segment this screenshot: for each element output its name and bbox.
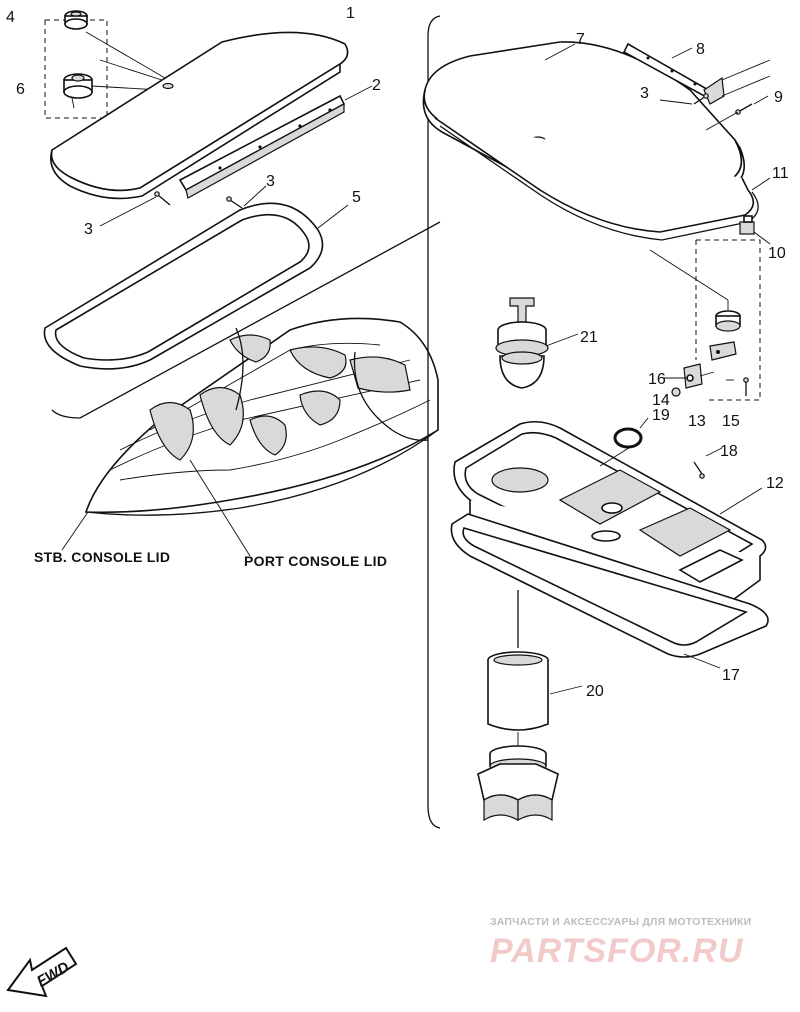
watermark-brand: PARTSFOR.RU [490, 932, 744, 970]
screw-3-left [154, 191, 171, 206]
part-2-hinge [178, 94, 346, 199]
latch-catch [709, 341, 737, 361]
watermark-tagline: ЗАПЧАСТИ И АКСЕССУАРЫ ДЛЯ МОТОТЕХНИКИ [490, 916, 751, 928]
screw-3-top [693, 93, 709, 105]
part-18-screw [693, 461, 705, 479]
part-20-canister [487, 651, 549, 731]
callout-11: 11 [772, 165, 789, 182]
screw-9 [735, 103, 753, 115]
part-19-oring [613, 427, 643, 449]
bracket-13-16 [695, 239, 761, 401]
latch-cup [715, 310, 741, 332]
part-10-latch [739, 215, 755, 235]
part-1-console-lid [50, 31, 349, 200]
callout-3-mid: 3 [266, 173, 275, 190]
callout-17: 17 [722, 667, 740, 684]
bracket-4-6 [44, 19, 108, 119]
part-21-cap-assembly [495, 297, 549, 389]
callout-5: 5 [352, 189, 361, 206]
callout-7: 7 [576, 31, 585, 48]
part-17-gasket [450, 513, 769, 658]
callout-2: 2 [372, 77, 381, 94]
screw-3-right [226, 196, 243, 209]
boat-illustration [84, 317, 439, 516]
part-6-grommet [63, 73, 93, 109]
callout-10: 10 [768, 245, 786, 262]
callout-14: 14 [652, 392, 670, 409]
part-4-cap [64, 10, 88, 30]
part-11-frame [434, 117, 759, 241]
callout-6: 6 [16, 81, 25, 98]
callout-21: 21 [580, 329, 598, 346]
watermark: ЗАПЧАСТИ И АКСЕССУАРЫ ДЛЯ МОТОТЕХНИКИ PA… [490, 916, 751, 970]
callout-3-right: 3 [640, 85, 649, 102]
label-port-console-lid: PORT CONSOLE LID [244, 553, 387, 569]
canister-base [477, 745, 559, 822]
callout-4: 4 [6, 9, 15, 26]
callout-20: 20 [586, 683, 604, 700]
callout-1: 1 [346, 5, 355, 22]
label-stb-console-lid: STB. CONSOLE LID [34, 549, 170, 565]
callout-13: 13 [688, 413, 706, 430]
callout-3-left: 3 [84, 221, 93, 238]
callout-8: 8 [696, 41, 705, 58]
part-15-screw [743, 377, 749, 396]
fwd-arrow: FWD [6, 946, 78, 998]
part-8-hinge [622, 42, 771, 105]
part-5-seal [43, 202, 324, 370]
part-14-washer [671, 387, 681, 397]
callout-18: 18 [720, 443, 738, 460]
callout-15: 15 [722, 413, 740, 430]
callout-9: 9 [774, 89, 783, 106]
part-12-storage-tub [453, 420, 767, 637]
callout-19: 19 [652, 407, 670, 424]
callout-16: 16 [648, 371, 666, 388]
callout-12: 12 [766, 475, 784, 492]
